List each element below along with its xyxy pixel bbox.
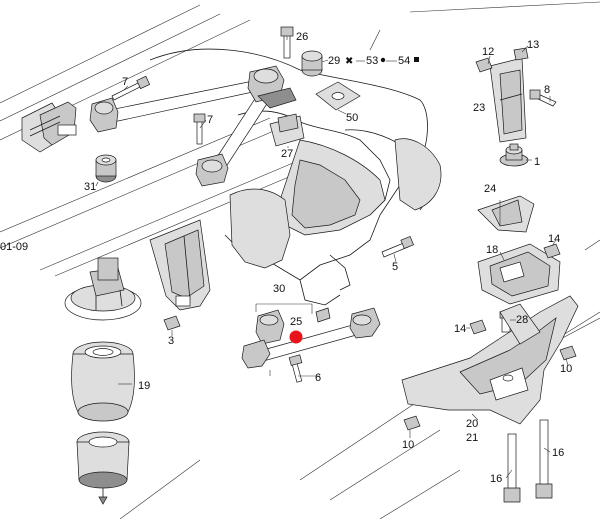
- nut-near-30: [315, 307, 331, 323]
- bushing-31: [95, 154, 117, 183]
- bolt-26: [280, 26, 294, 59]
- callout-separators: ✖: [345, 56, 419, 67]
- bolt-5: [381, 235, 414, 258]
- callout-24: 24: [484, 183, 496, 195]
- callout-side-ref: 01-09: [0, 241, 28, 253]
- left-frame-bracket: [21, 101, 77, 153]
- callout-8: 8: [544, 84, 550, 96]
- callout-10-bottom: 10: [402, 439, 414, 451]
- bolt-16-right: [535, 419, 553, 499]
- leader-lines: [95, 36, 569, 479]
- cross-symbol: ✖: [345, 56, 353, 67]
- callout-30: 30: [273, 283, 285, 295]
- callout-54: 54: [398, 55, 410, 67]
- callout-18: 18: [486, 244, 498, 256]
- callout-13: 13: [527, 39, 539, 51]
- bracket-24: [477, 195, 535, 233]
- nut-14-side: [469, 319, 487, 335]
- air-spring-19: [71, 341, 135, 422]
- bushing-29: [301, 50, 323, 77]
- callout-labels: 26 7 7 29 53 54 50 27 31 01-09 3 5 30 25…: [0, 31, 572, 485]
- nut-14-top: [543, 243, 561, 259]
- air-spring-top-plate: [64, 257, 142, 321]
- callout-31: 31: [84, 181, 96, 193]
- mount-1: [499, 143, 529, 167]
- bolt-6: [288, 354, 303, 383]
- callout-29: 29: [328, 55, 340, 67]
- callout-28: 28: [516, 314, 528, 326]
- callout-14-side: 14: [454, 323, 466, 335]
- lower-rod-box-30: [255, 303, 313, 314]
- callout-7-upper: 7: [122, 76, 128, 88]
- nut-13: [513, 47, 529, 61]
- nut-3: [163, 315, 181, 331]
- callout-5: 5: [392, 261, 398, 273]
- bolt-7-upper: [111, 75, 151, 101]
- callout-16-left: 16: [490, 473, 502, 485]
- square-symbol: [414, 57, 419, 62]
- lower-torque-rod: [241, 307, 381, 369]
- bracket-23: [489, 57, 527, 143]
- callout-27: 27: [281, 148, 293, 160]
- callout-23: 23: [473, 102, 485, 114]
- upper-v-rod: [89, 65, 297, 187]
- callout-19: 19: [138, 380, 150, 392]
- highlight-marker[interactable]: [289, 330, 303, 344]
- bolt-16-left: [503, 433, 521, 503]
- bushing-25: [255, 309, 285, 345]
- bracket-27: [269, 113, 305, 147]
- callout-21: 21: [466, 432, 478, 444]
- callout-53: 53: [366, 55, 378, 67]
- callout-1: 1: [534, 156, 540, 168]
- plate-50: [315, 81, 361, 111]
- callout-20: 20: [466, 418, 478, 430]
- nut-10-bottom: [403, 415, 421, 431]
- callout-12: 12: [482, 46, 494, 58]
- callout-25: 25: [290, 316, 302, 328]
- callout-3: 3: [168, 335, 174, 347]
- callout-10-right: 10: [560, 363, 572, 375]
- bracket-20-21: [401, 295, 579, 425]
- bolt-8: [529, 89, 557, 107]
- callout-26: 26: [296, 31, 308, 43]
- nut-10-right: [559, 345, 577, 361]
- bracket-18: [477, 243, 561, 305]
- callout-14-top: 14: [548, 233, 560, 245]
- dot-symbol: [380, 57, 386, 63]
- callout-16-right: 16: [552, 447, 564, 459]
- nut-12: [475, 57, 493, 73]
- callout-6: 6: [315, 372, 321, 384]
- callout-50: 50: [346, 112, 358, 124]
- frame-rail-left: [149, 219, 211, 311]
- callout-7-middle: 7: [207, 114, 213, 126]
- air-spring-piston: [76, 431, 130, 505]
- bolt-7-middle: [193, 113, 206, 145]
